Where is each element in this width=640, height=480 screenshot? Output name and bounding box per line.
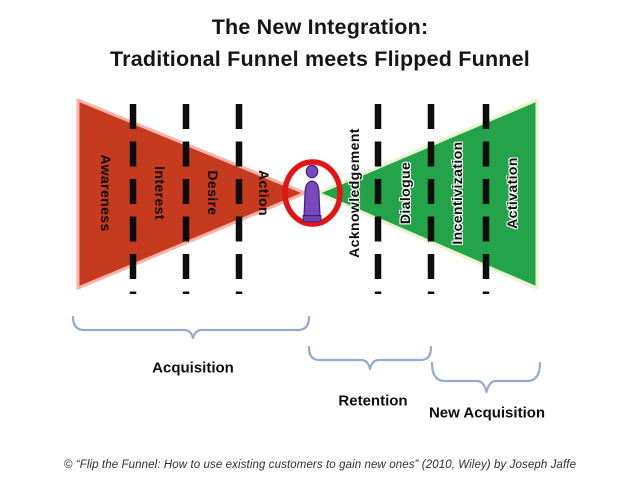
stage-label-acknowledgement: Acknowledgement [346,128,362,258]
stage-label-dialogue: Dialogue [397,161,413,225]
phase-braces [71,315,542,394]
stage-label-action: Action [256,170,272,216]
slide-title: The New Integration: Traditional Funnel … [0,11,640,75]
stage-label-incentivization: Incentivization [449,141,465,245]
person-head [305,164,319,179]
person-body [303,180,321,217]
retention-brace [307,345,433,371]
stage-label-desire: Desire [205,170,221,216]
new-acquisition-brace [430,361,542,394]
citation: © “Flip the Funnel: How to use existing … [63,459,577,471]
stage-label-interest: Interest [152,166,168,220]
phase-label-acquisition: Acquisition [152,359,234,377]
customer-ring [282,159,343,227]
title-line-2: Traditional Funnel meets Flipped Funnel [110,47,530,71]
person-base [302,215,322,223]
stage-dividers [129,104,490,294]
person-icon [302,164,322,223]
flipped-funnel-shape [316,98,539,290]
phase-label-retention: Retention [338,392,408,410]
stage-label-awareness: Awareness [98,154,114,232]
phase-label-new-acquisition: New Acquisition [428,404,546,422]
title-line-1: The New Integration: [211,15,429,39]
stage-label-activation: Activation [504,157,520,229]
acquisition-brace [71,315,311,340]
customer-marker [282,159,343,227]
